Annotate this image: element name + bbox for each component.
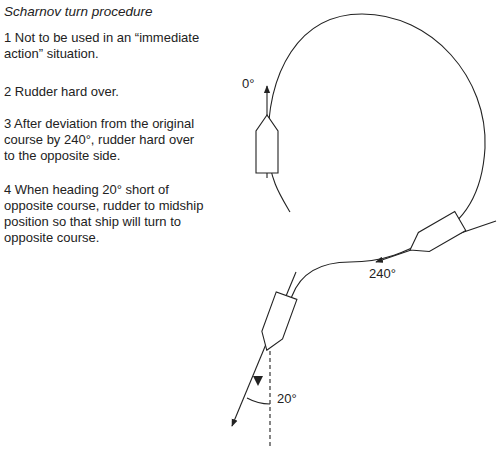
angle-label: 20° — [276, 391, 298, 407]
ship-hull — [405, 211, 466, 259]
procedure-step: 2 Rudder hard over. — [4, 84, 204, 100]
heading-label: 0° — [241, 76, 255, 92]
ship-hull — [256, 115, 278, 173]
angle-arc — [247, 398, 270, 404]
figure-title: Scharnov turn procedure — [4, 4, 153, 20]
procedure-step: 1 Not to be used in an “immediate action… — [4, 30, 204, 62]
heading-label: 240° — [368, 266, 397, 282]
ship-track — [268, 14, 485, 312]
procedure-step: 3 After deviation from the original cour… — [4, 116, 204, 164]
ship-hull — [256, 292, 297, 354]
heading-marker — [253, 376, 263, 386]
procedure-step: 4 When heading 20° short of opposite cou… — [4, 182, 204, 246]
